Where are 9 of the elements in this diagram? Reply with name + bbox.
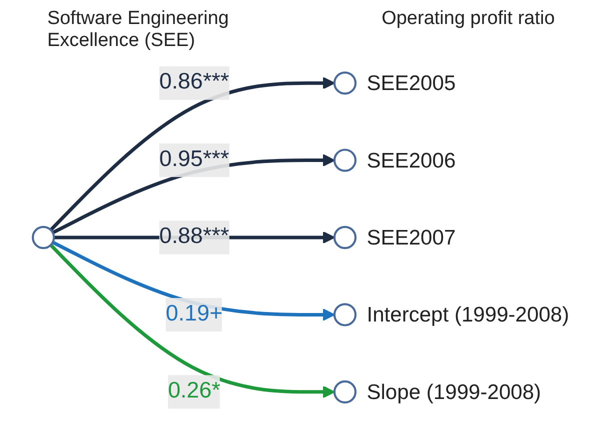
- heading: Software Engineering Excellence (SEE): [47, 8, 230, 52]
- node-caption: SEE2006: [366, 148, 456, 172]
- node-caption: SEE2007: [366, 226, 456, 250]
- node-caption: Slope (1999-2008): [366, 380, 542, 404]
- arrow: [49, 76, 335, 231]
- arrow: [49, 243, 335, 398]
- node-caption: SEE2005: [366, 72, 456, 95]
- node-caption: Intercept (1999-2008): [366, 303, 570, 326]
- heading: Operating profit ratio: [382, 8, 555, 31]
